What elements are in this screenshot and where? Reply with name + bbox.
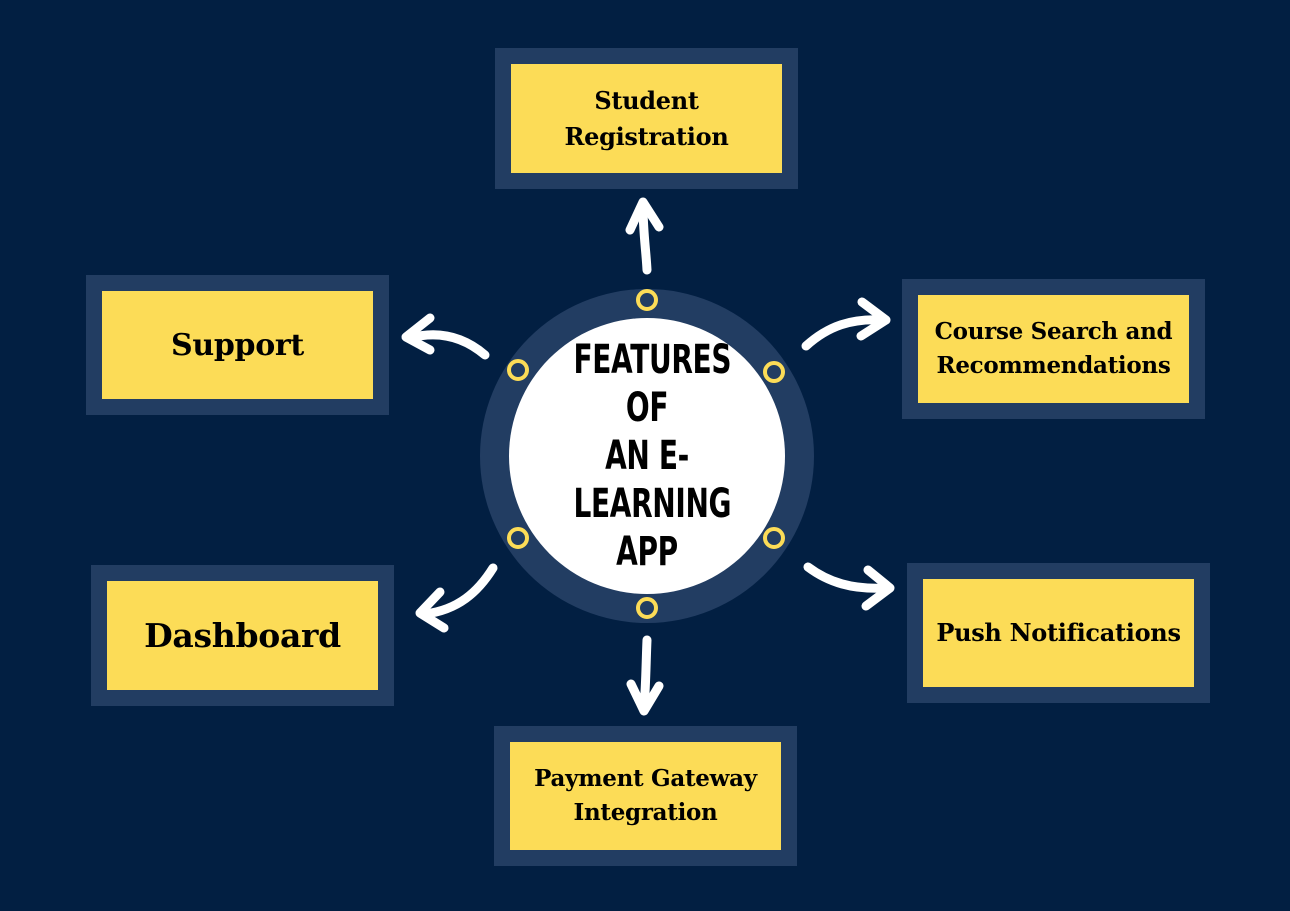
arrow-left-up-icon	[401, 313, 490, 360]
connector-dot-lower-right	[763, 527, 785, 549]
course-search-card: Course Search and Recommendations	[918, 295, 1189, 403]
connector-dot-lower-left	[507, 527, 529, 549]
payment-gateway-label: Payment Gateway Integration	[534, 764, 757, 827]
connector-dot-upper-right	[763, 361, 785, 383]
push-notifications-label: Push Notifications	[936, 618, 1181, 647]
dashboard-label: Dashboard	[144, 615, 341, 655]
arrow-right-up-icon	[801, 297, 891, 351]
arrow-left-down-icon	[415, 563, 498, 633]
push-notifications-card: Push Notifications	[923, 579, 1194, 687]
connector-dot-bottom	[636, 597, 658, 619]
dashboard-card: Dashboard	[107, 581, 378, 690]
arrow-down-icon	[626, 635, 664, 716]
arrow-up-icon	[625, 197, 664, 275]
arrow-right-down-icon	[803, 562, 895, 611]
hub-circle: FEATURES OF AN E- LEARNING APP	[509, 318, 785, 594]
connector-dot-upper-left	[507, 359, 529, 381]
connector-dot-top	[636, 289, 658, 311]
payment-gateway-card: Payment Gateway Integration	[510, 742, 781, 850]
hub-title: FEATURES OF AN E- LEARNING APP	[573, 337, 732, 575]
student-registration-card: Student Registration	[511, 64, 782, 173]
support-card: Support	[102, 291, 373, 399]
support-label: Support	[170, 327, 304, 363]
student-registration-label: Student Registration	[564, 85, 729, 151]
course-search-label: Course Search and Recommendations	[934, 317, 1173, 380]
